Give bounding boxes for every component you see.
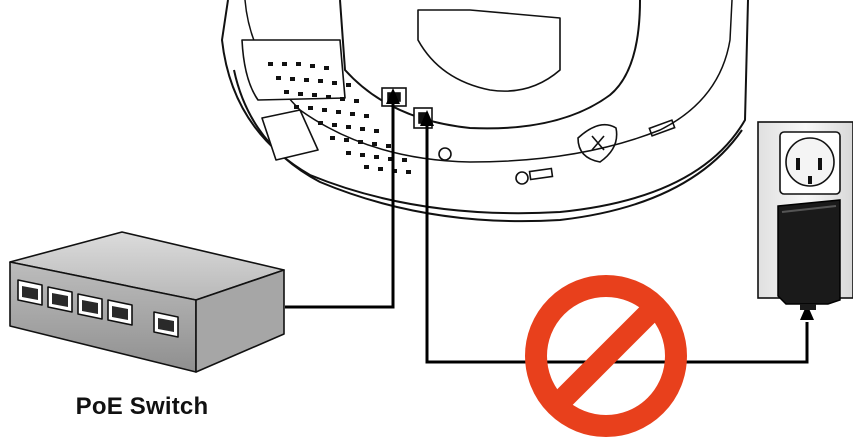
network-switch-icon — [10, 232, 284, 372]
ceiling-access-point-icon — [222, 0, 748, 221]
prohibition-icon — [536, 286, 676, 426]
poe-switch-label: PoE Switch — [52, 393, 232, 421]
power-adapter-icon — [778, 200, 840, 310]
